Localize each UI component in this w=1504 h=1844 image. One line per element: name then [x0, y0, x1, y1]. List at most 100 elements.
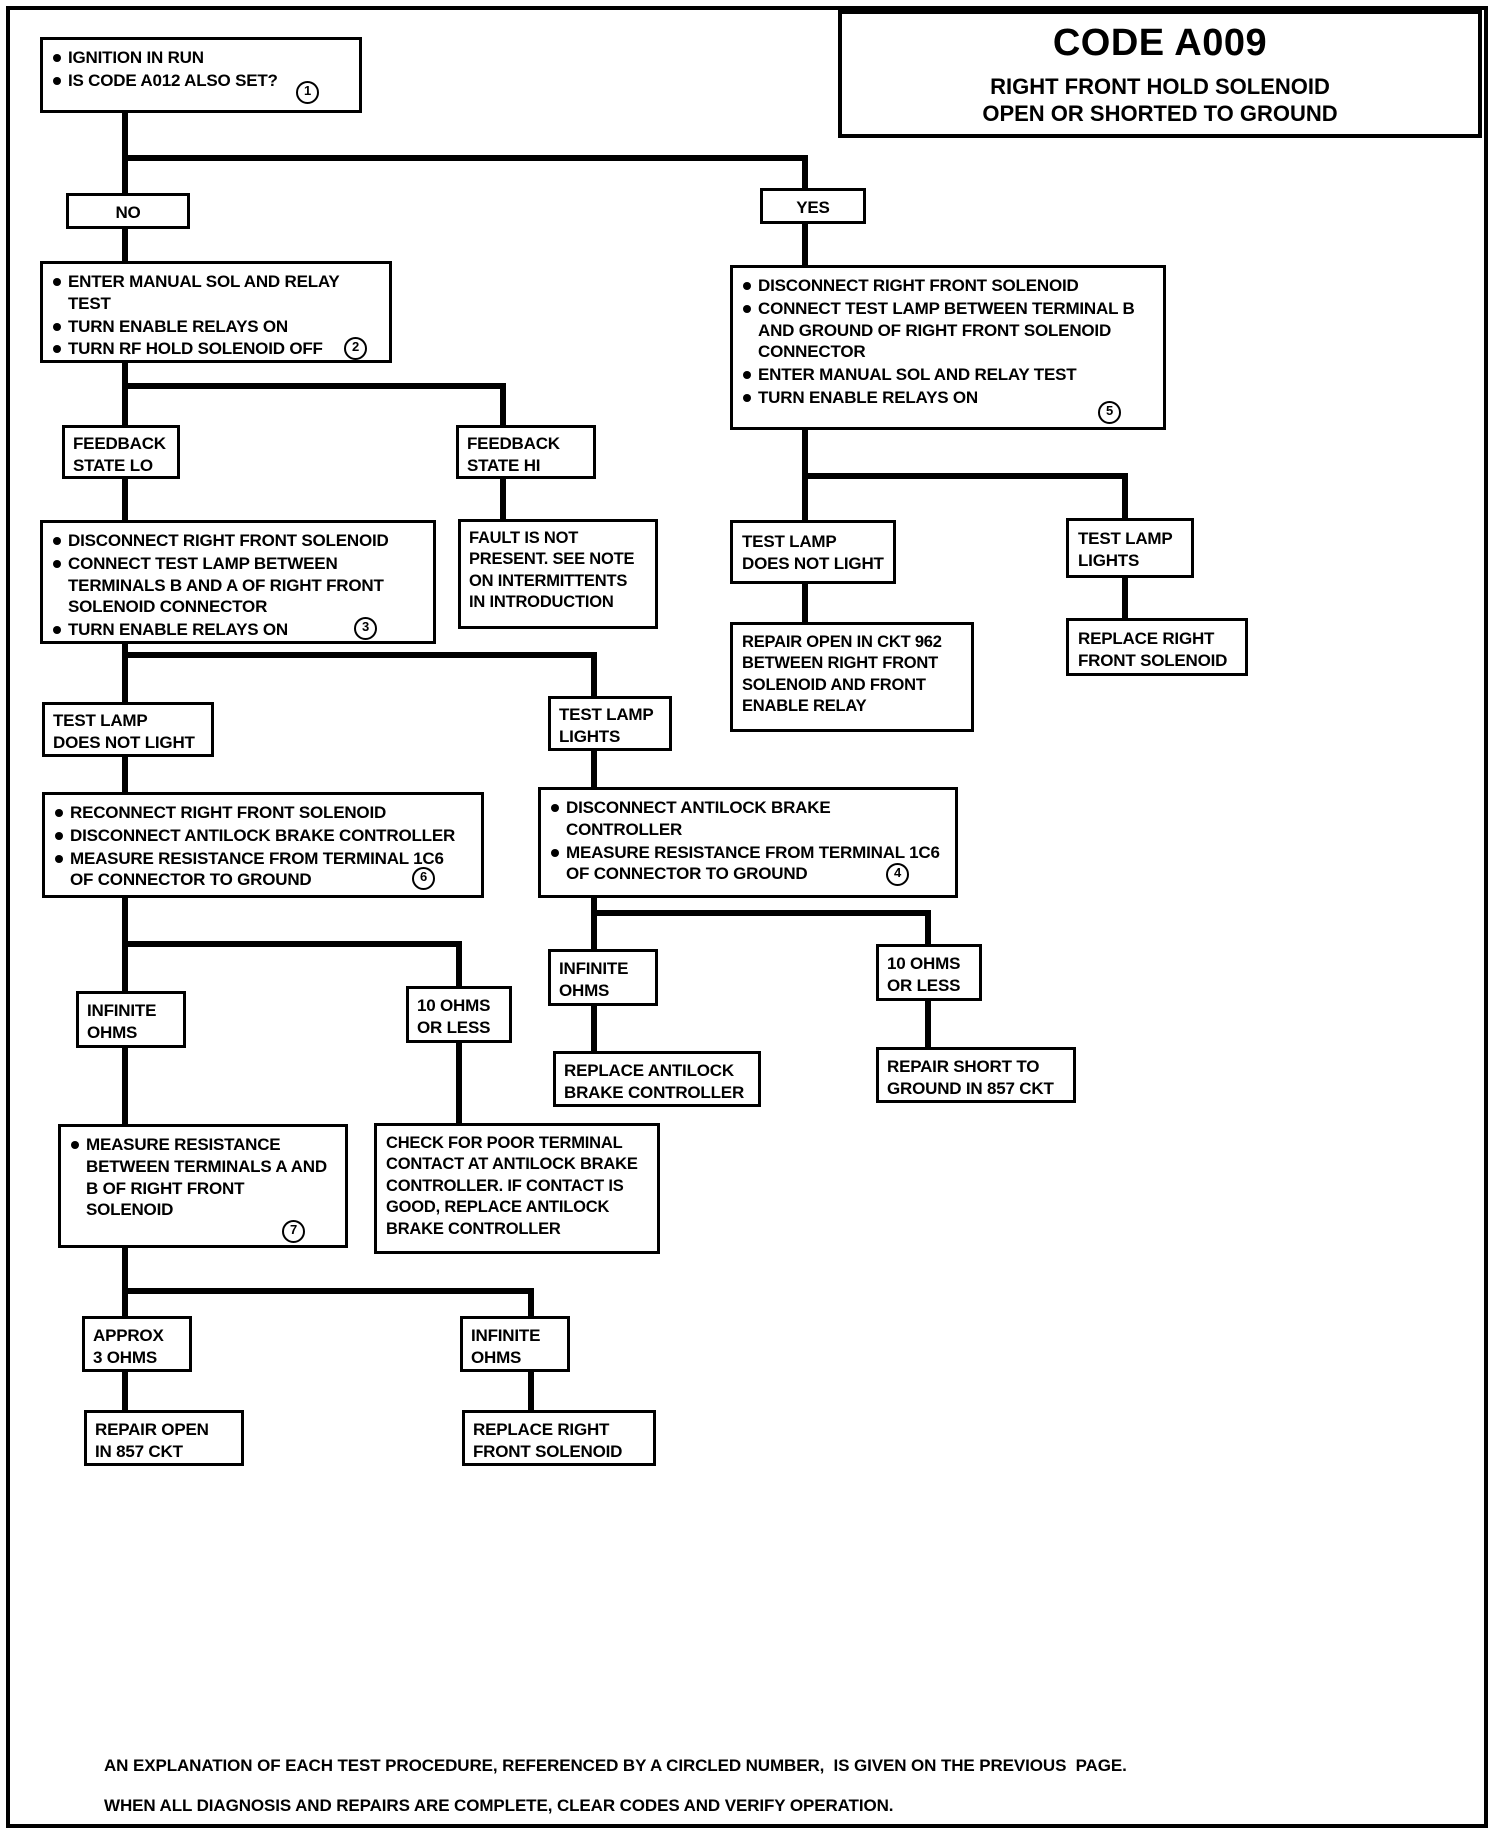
connector-measureab-down [122, 1248, 128, 1324]
connector-fb-hi-down [500, 478, 506, 520]
connector-ohms-bar-b [591, 910, 931, 916]
connector-reconnect-down [122, 898, 128, 1008]
node-disconnect-measure[interactable]: DISCONNECT ANTILOCK BRAKE CONTROLLER MEA… [538, 787, 958, 898]
connector-lamp-lights-r-down [1122, 473, 1128, 520]
feedback-hi-label: FEEDBACK STATE HI [467, 434, 560, 476]
repair-open-857-label: REPAIR OPEN IN 857 CKT [95, 1420, 209, 1462]
ref-number-3: 3 [354, 617, 377, 640]
connector-no-down [122, 228, 128, 263]
ref-number-7: 7 [282, 1220, 305, 1243]
node-measure-ab[interactable]: MEASURE RESISTANCE BETWEEN TERMINALS A A… [58, 1124, 348, 1248]
manual-test-line-3: TURN RF HOLD SOLENOID OFF [52, 338, 380, 360]
replace-controller-label: REPLACE ANTILOCK BRAKE CONTROLLER [564, 1061, 745, 1103]
node-lamp-no-light-right[interactable]: TEST LAMP DOES NOT LIGHT [730, 520, 896, 584]
branch-no-label: NO [115, 203, 141, 222]
footer-note-2: WHEN ALL DIAGNOSIS AND REPAIRS ARE COMPL… [104, 1796, 894, 1815]
connector-feedback-hi-down [500, 383, 506, 425]
connector-nolight-down [122, 757, 128, 792]
disconnect-lamp-list: DISCONNECT RIGHT FRONT SOLENOID CONNECT … [52, 530, 424, 641]
connector-top-split-bar [122, 155, 808, 161]
connector-inf-a-down [122, 1048, 128, 1124]
node-yes-procedure[interactable]: DISCONNECT RIGHT FRONT SOLENOID CONNECT … [730, 265, 1166, 430]
connector-feedback-lo-down [122, 383, 128, 425]
connector-ohms-bar-a [122, 941, 462, 947]
connector-infc-down [528, 1372, 534, 1410]
check-poor-terminal-label: CHECK FOR POOR TERMINAL CONTACT AT ANTIL… [386, 1134, 638, 1238]
lamp-no-light-left-label: TEST LAMP DOES NOT LIGHT [53, 711, 195, 753]
yes-procedure-line-4: TURN ENABLE RELAYS ON [742, 387, 1154, 409]
node-branch-yes[interactable]: YES [760, 188, 866, 224]
node-disconnect-lamp-ab[interactable]: DISCONNECT RIGHT FRONT SOLENOID CONNECT … [40, 520, 436, 644]
yes-procedure-line-1: DISCONNECT RIGHT FRONT SOLENOID [742, 275, 1154, 297]
reconnect-measure-line-1: RECONNECT RIGHT FRONT SOLENOID [54, 802, 472, 824]
connector-start-down [122, 113, 128, 158]
node-infinite-ohms-c[interactable]: INFINITE OHMS [460, 1316, 570, 1372]
title-subtitle: RIGHT FRONT HOLD SOLENOID OPEN OR SHORTE… [982, 74, 1338, 127]
yes-procedure-list: DISCONNECT RIGHT FRONT SOLENOID CONNECT … [742, 275, 1154, 409]
node-repair-open-962[interactable]: REPAIR OPEN IN CKT 962 BETWEEN RIGHT FRO… [730, 622, 974, 732]
ref-number-2: 2 [344, 337, 367, 360]
node-approx-3-ohms[interactable]: APPROX 3 OHMS [82, 1316, 192, 1372]
node-reconnect-measure[interactable]: RECONNECT RIGHT FRONT SOLENOID DISCONNEC… [42, 792, 484, 898]
connector-to-no [122, 155, 128, 193]
start-list: IGNITION IN RUN IS CODE A012 ALSO SET? [52, 47, 350, 92]
node-infinite-ohms-a[interactable]: INFINITE OHMS [76, 991, 186, 1048]
disconnect-measure-line-1: DISCONNECT ANTILOCK BRAKE CONTROLLER [550, 797, 946, 841]
page-border [6, 6, 1488, 1828]
disconnect-measure-line-2: MEASURE RESISTANCE FROM TERMINAL 1C6 OF … [550, 842, 946, 886]
connector-lamp-lights-down [591, 652, 597, 696]
node-lamp-lights-right[interactable]: TEST LAMP LIGHTS [1066, 518, 1194, 578]
node-repair-short-857[interactable]: REPAIR SHORT TO GROUND IN 857 CKT [876, 1047, 1076, 1103]
branch-yes-label: YES [796, 198, 830, 217]
connector-final-inf-down [528, 1288, 534, 1316]
node-ten-ohms-a[interactable]: 10 OHMS OR LESS [406, 986, 512, 1043]
connector-lamp-bar [122, 652, 597, 658]
disconnect-measure-list: DISCONNECT ANTILOCK BRAKE CONTROLLER MEA… [550, 797, 946, 885]
node-manual-test[interactable]: ENTER MANUAL SOL AND RELAY TEST TURN ENA… [40, 261, 392, 363]
title-code: CODE A009 [1052, 22, 1268, 64]
node-repair-open-857[interactable]: REPAIR OPEN IN 857 CKT [84, 1410, 244, 1466]
ref-number-4: 4 [886, 863, 909, 886]
node-replace-rf-solenoid-right[interactable]: REPLACE RIGHT FRONT SOLENOID [1066, 618, 1248, 676]
ref-number-5: 5 [1098, 401, 1121, 424]
connector-discmeas-down [591, 898, 597, 956]
ref-number-1: 1 [296, 81, 319, 104]
reconnect-measure-line-3: MEASURE RESISTANCE FROM TERMINAL 1C6 OF … [54, 848, 472, 892]
connector-10-a-down [456, 1043, 462, 1123]
node-infinite-ohms-b[interactable]: INFINITE OHMS [548, 949, 658, 1006]
replace-rf-solenoid-right-label: REPLACE RIGHT FRONT SOLENOID [1078, 629, 1228, 671]
reconnect-measure-line-2: DISCONNECT ANTILOCK BRAKE CONTROLLER [54, 825, 472, 847]
reconnect-measure-list: RECONNECT RIGHT FRONT SOLENOID DISCONNEC… [54, 802, 472, 891]
node-ten-ohms-b[interactable]: 10 OHMS OR LESS [876, 944, 982, 1001]
infinite-ohms-a-label: INFINITE OHMS [87, 1001, 157, 1043]
node-replace-controller[interactable]: REPLACE ANTILOCK BRAKE CONTROLLER [553, 1051, 761, 1107]
connector-10-b-down [925, 1001, 931, 1047]
connector-yes-down [802, 223, 808, 265]
node-lamp-no-light-left[interactable]: TEST LAMP DOES NOT LIGHT [42, 702, 214, 757]
connector-10ohms-b-down [925, 910, 931, 948]
connector-final-bar [122, 1288, 534, 1294]
node-replace-rf-solenoid-bottom[interactable]: REPLACE RIGHT FRONT SOLENOID [462, 1410, 656, 1466]
manual-test-list: ENTER MANUAL SOL AND RELAY TEST TURN ENA… [52, 271, 380, 360]
connector-to-yes [802, 155, 808, 193]
title-block: CODE A009 RIGHT FRONT HOLD SOLENOID OPEN… [838, 10, 1482, 138]
lamp-no-light-right-label: TEST LAMP DOES NOT LIGHT [742, 532, 884, 574]
node-feedback-hi[interactable]: FEEDBACK STATE HI [456, 425, 596, 479]
connector-r-nolight-down [802, 584, 808, 622]
connector-feedback-bar [122, 383, 506, 389]
connector-r-lights-down [1122, 578, 1128, 618]
connector-lamp-nolight-down [122, 652, 128, 702]
feedback-lo-label: FEEDBACK STATE LO [73, 434, 166, 476]
connector-10ohms-a-down [456, 941, 462, 991]
ten-ohms-a-label: 10 OHMS OR LESS [417, 996, 491, 1038]
disconnect-lamp-line-3: TURN ENABLE RELAYS ON [52, 619, 424, 641]
lamp-lights-mid-label: TEST LAMP LIGHTS [559, 705, 654, 747]
node-branch-no[interactable]: NO [66, 193, 190, 229]
node-fault-not-present[interactable]: FAULT IS NOT PRESENT. SEE NOTE ON INTERM… [458, 519, 658, 629]
node-start[interactable]: IGNITION IN RUN IS CODE A012 ALSO SET? 1 [40, 37, 362, 113]
node-check-poor-terminal[interactable]: CHECK FOR POOR TERMINAL CONTACT AT ANTIL… [374, 1123, 660, 1254]
measure-ab-line-1: MEASURE RESISTANCE BETWEEN TERMINALS A A… [70, 1134, 336, 1221]
node-lamp-lights-mid[interactable]: TEST LAMP LIGHTS [548, 696, 672, 751]
node-feedback-lo[interactable]: FEEDBACK STATE LO [62, 425, 180, 479]
